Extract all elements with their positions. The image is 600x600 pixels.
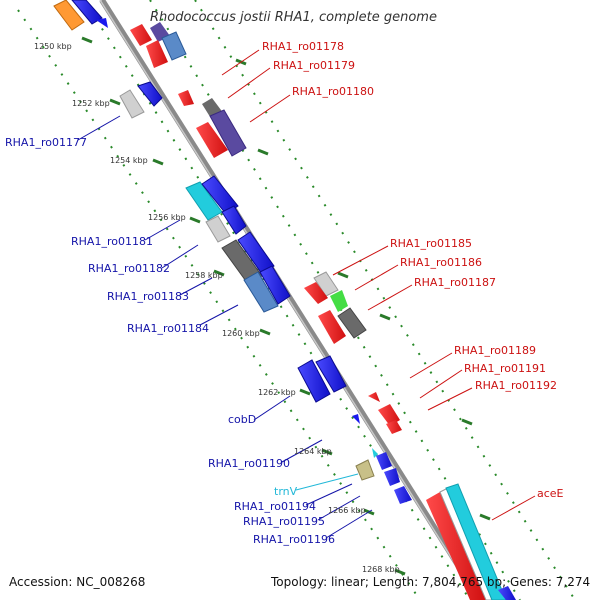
tick-label: 1250 kbp	[34, 42, 72, 51]
gene-label-ro01184[interactable]: RHA1_ro01184	[127, 322, 209, 335]
gene-blue-1262b[interactable]	[315, 355, 347, 393]
gene-blue-1264b[interactable]	[376, 452, 392, 470]
gene-label-ro01179[interactable]: RHA1_ro01179	[273, 59, 355, 72]
gene-blue-1196[interactable]	[394, 486, 412, 504]
gene-label-ro01191[interactable]: RHA1_ro01191	[464, 362, 546, 375]
gene-blue-1252[interactable]	[137, 81, 163, 107]
gene-red-1180-small[interactable]	[178, 90, 194, 106]
gene-red-aceE[interactable]	[426, 492, 486, 600]
gene-red-top-1[interactable]	[130, 24, 152, 46]
gene-label-ro01183[interactable]: RHA1_ro01183	[107, 290, 189, 303]
tick-label: 1256 kbp	[148, 213, 186, 222]
gene-orange-block[interactable]	[53, 0, 85, 31]
gene-blue-1256a[interactable]	[201, 175, 239, 215]
genome-title: Rhodococcus jostii RHA1, complete genome	[150, 10, 437, 25]
gene-blue-top-1[interactable]	[71, 0, 103, 25]
gene-red-1191[interactable]	[378, 404, 400, 426]
gene-steelblue-top[interactable]	[161, 31, 187, 61]
gene-label-ro01189[interactable]: RHA1_ro01189	[454, 344, 536, 357]
gene-label-ro01181[interactable]: RHA1_ro01181	[71, 235, 153, 248]
tick-label: 1252 kbp	[72, 99, 110, 108]
gene-blue-aceE[interactable]	[498, 586, 516, 600]
gene-red-1189[interactable]	[368, 392, 380, 402]
gene-blue-1264a[interactable]	[372, 448, 378, 458]
gene-label-ro01196[interactable]: RHA1_ro01196	[253, 533, 335, 546]
gene-label-ro01194[interactable]: RHA1_ro01194	[234, 500, 316, 513]
gene-lightgray-1182[interactable]	[205, 215, 231, 243]
gene-red-top-2[interactable]	[146, 40, 168, 68]
gene-red-1186[interactable]	[304, 282, 328, 304]
gene-darkgray-1187[interactable]	[337, 307, 367, 339]
gene-blue-cobD-small[interactable]	[352, 414, 360, 424]
gene-blue-arrow-small[interactable]	[96, 18, 108, 28]
gene-purple-1180[interactable]	[209, 109, 247, 157]
gene-red-1187[interactable]	[318, 310, 346, 344]
genome-backbone-highlight	[99, 0, 479, 600]
tick-label: 1258 kbp	[185, 271, 223, 280]
gene-blue-1258a[interactable]	[237, 231, 275, 275]
gene-label-ro01178[interactable]: RHA1_ro01178	[262, 40, 344, 53]
gene-label-ro01185[interactable]: RHA1_ro01185	[390, 237, 472, 250]
gene-red-1192[interactable]	[386, 420, 402, 434]
gene-label-ro01192[interactable]: RHA1_ro01192	[475, 379, 557, 392]
gene-label-ro01177[interactable]: RHA1_ro01177	[5, 136, 87, 149]
gene-red-1180-large[interactable]	[196, 122, 228, 158]
gene-features[interactable]	[53, 0, 516, 600]
gene-label-ro01195[interactable]: RHA1_ro01195	[243, 515, 325, 528]
gene-cyan-aceE[interactable]	[445, 483, 507, 600]
gene-label-ro01182[interactable]: RHA1_ro01182	[88, 262, 170, 275]
gene-blue-1258b[interactable]	[259, 265, 291, 305]
tick-label: 1262 kbp	[258, 388, 296, 397]
genome-backbone	[99, 0, 483, 600]
tick-label: 1268 kbp	[362, 565, 400, 574]
gene-label-trnV[interactable]: trnV	[274, 485, 298, 498]
tick-label: 1264 kbp	[294, 447, 332, 456]
label-connectors	[77, 49, 536, 539]
gene-steelblue-1184[interactable]	[243, 271, 279, 313]
guide-line-outer-left	[17, 9, 421, 600]
tick-label: 1254 kbp	[110, 156, 148, 165]
gene-olive-trnV[interactable]	[355, 459, 375, 481]
gene-label-ro01180[interactable]: RHA1_ro01180	[292, 85, 374, 98]
gene-white-aceE[interactable]	[439, 487, 493, 600]
gene-label-cobD[interactable]: cobD	[228, 413, 257, 426]
gene-label-ro01186[interactable]: RHA1_ro01186	[400, 256, 482, 269]
accession-text: Accession: NC_008268	[9, 575, 146, 589]
tick-label: 1266 kbp	[328, 506, 366, 515]
gene-label-aceE[interactable]: aceE	[537, 487, 564, 500]
gene-lightgray-1252[interactable]	[119, 89, 145, 119]
gene-label-ro01187[interactable]: RHA1_ro01187	[414, 276, 496, 289]
genome-summary-text: Topology: linear; Length: 7,804,765 bp; …	[271, 575, 591, 589]
gene-label-ro01190[interactable]: RHA1_ro01190	[208, 457, 290, 470]
gene-blue-1262a[interactable]	[297, 359, 331, 403]
tick-label: 1260 kbp	[222, 329, 260, 338]
gene-blue-1194[interactable]	[384, 468, 400, 486]
gene-green-1186[interactable]	[330, 290, 348, 312]
gene-blue-1256b[interactable]	[221, 205, 247, 235]
